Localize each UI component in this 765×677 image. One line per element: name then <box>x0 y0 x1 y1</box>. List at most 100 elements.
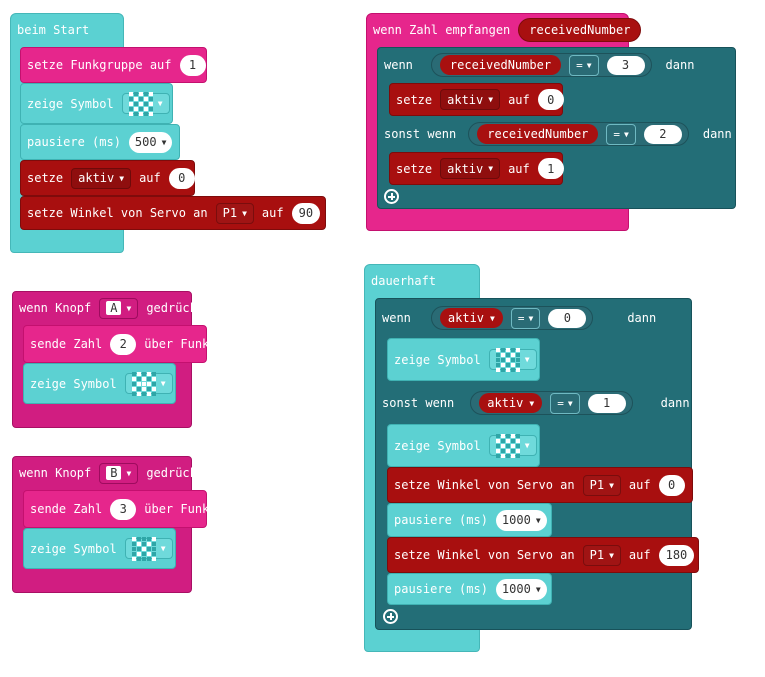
pause-label: pausiere (ms) <box>394 513 488 527</box>
on-received-label: wenn Zahl empfangen <box>373 23 511 37</box>
button-name: B <box>106 466 122 480</box>
compare-block[interactable]: receivedNumber =▼ 2 <box>468 122 689 146</box>
on-start-label: beim Start <box>17 23 90 37</box>
received-number-var[interactable]: receivedNumber <box>439 55 562 75</box>
compare-value[interactable]: 0 <box>548 308 587 328</box>
if-label: wenn <box>382 311 411 325</box>
icon-dropdown[interactable]: ▼ <box>488 433 537 458</box>
to-label: auf <box>628 478 651 492</box>
servo-angle-value[interactable]: 0 <box>658 474 685 496</box>
pin-dropdown[interactable]: P1 ▼ <box>582 474 621 496</box>
pause-value: 1000 <box>501 582 531 596</box>
caret-down-icon: ▼ <box>490 313 495 323</box>
set-value[interactable]: 1 <box>537 158 564 179</box>
via-radio-label: über Funk <box>144 337 210 351</box>
pause-label: pausiere (ms) <box>394 582 488 596</box>
pressed-label: gedrückt <box>146 466 205 480</box>
operator-dropdown[interactable]: =▼ <box>550 392 580 414</box>
servo-angle-value[interactable]: 90 <box>291 202 321 224</box>
pause-value-dropdown[interactable]: 1000 ▼ <box>495 509 547 531</box>
if-label: wenn <box>384 58 413 72</box>
compare-block[interactable]: aktiv▼ =▼ 1 <box>470 391 633 415</box>
operator-dropdown[interactable]: =▼ <box>510 307 541 329</box>
caret-down-icon: ▼ <box>535 584 541 594</box>
caret-down-icon: ▼ <box>535 515 541 525</box>
caret-down-icon: ▼ <box>567 398 573 408</box>
caret-down-icon: ▼ <box>126 303 132 313</box>
button-dropdown[interactable]: B ▼ <box>99 462 139 484</box>
radio-set-group-block[interactable] <box>20 47 207 83</box>
then-label: dann <box>702 127 732 141</box>
pin-dropdown[interactable]: P1 ▼ <box>215 202 254 224</box>
radio-send-number-block[interactable] <box>23 325 207 363</box>
to-label: auf <box>508 161 530 176</box>
operator-dropdown[interactable]: =▼ <box>606 123 636 145</box>
received-number-var[interactable]: receivedNumber <box>477 124 599 144</box>
set-value[interactable]: 0 <box>168 167 195 189</box>
compare-block[interactable]: receivedNumber =▼ 3 <box>430 53 652 77</box>
caret-down-icon: ▼ <box>624 129 629 139</box>
show-icon-label: zeige Symbol <box>27 96 114 111</box>
icon-dropdown[interactable]: ▼ <box>121 91 170 116</box>
send-number-value[interactable]: 3 <box>110 498 137 520</box>
variable-name: aktiv <box>447 92 484 107</box>
degree-unit: ° <box>702 548 710 562</box>
variable-dropdown[interactable]: aktiv▼ <box>439 308 503 328</box>
pin-name: P1 <box>222 206 238 220</box>
variable-name: aktiv <box>487 396 524 410</box>
received-number-param[interactable]: receivedNumber <box>518 18 642 42</box>
pin-dropdown[interactable]: P1 ▼ <box>582 544 621 566</box>
pause-value-dropdown[interactable]: 500 ▼ <box>128 131 173 153</box>
plus-circle-icon[interactable] <box>384 189 399 204</box>
variable-dropdown[interactable]: aktiv ▼ <box>71 167 132 189</box>
servo-write-block[interactable] <box>20 196 326 230</box>
operator-dropdown[interactable]: =▼ <box>569 54 599 76</box>
else-if-label: sonst wenn <box>384 127 457 141</box>
caret-down-icon: ▼ <box>524 441 530 450</box>
operator: = <box>576 58 583 72</box>
servo-write-block[interactable] <box>387 537 699 573</box>
show-icon-label: zeige Symbol <box>30 541 117 556</box>
show-icon-label: zeige Symbol <box>30 376 117 391</box>
to-label: auf <box>261 206 284 220</box>
then-label: dann <box>665 58 695 72</box>
variable-dropdown[interactable]: aktiv ▼ <box>440 158 501 179</box>
radio-set-group-label: setze Funkgruppe auf <box>27 58 172 72</box>
pressed-label: gedrückt <box>146 301 205 315</box>
degree-unit: ° <box>328 206 336 220</box>
minus-circle-icon[interactable] <box>739 126 755 142</box>
compare-value[interactable]: 1 <box>587 393 626 413</box>
pin-name: P1 <box>589 478 605 492</box>
pause-value: 500 <box>134 135 157 149</box>
set-value[interactable]: 0 <box>537 89 564 110</box>
led-grid-icon <box>128 91 153 116</box>
icon-dropdown[interactable]: ▼ <box>124 536 173 561</box>
led-grid-icon <box>495 347 520 372</box>
else-if-label: sonst wenn <box>382 396 455 410</box>
caret-down-icon: ▼ <box>609 550 614 560</box>
radio-group-value[interactable]: 1 <box>179 54 206 76</box>
operator: = <box>613 127 621 141</box>
button-dropdown[interactable]: A ▼ <box>99 297 139 319</box>
to-label: auf <box>139 171 161 185</box>
on-button-label: wenn Knopf <box>19 301 92 315</box>
compare-block[interactable]: aktiv▼ =▼ 0 <box>430 306 594 330</box>
servo-write-block[interactable] <box>387 467 693 503</box>
compare-value[interactable]: 3 <box>606 55 645 75</box>
plus-circle-icon[interactable] <box>383 609 398 624</box>
operator: = <box>517 311 525 325</box>
compare-value[interactable]: 2 <box>643 124 682 144</box>
set-variable-block[interactable] <box>389 83 563 116</box>
servo-angle-value[interactable]: 180 <box>658 544 695 566</box>
pause-value-dropdown[interactable]: 1000 ▼ <box>495 578 547 600</box>
icon-dropdown[interactable]: ▼ <box>488 347 537 372</box>
variable-dropdown[interactable]: aktiv ▼ <box>440 89 501 110</box>
variable-dropdown[interactable]: aktiv▼ <box>479 393 543 413</box>
minus-circle-icon[interactable] <box>697 395 713 411</box>
led-grid-icon <box>495 433 520 458</box>
pause-value: 1000 <box>501 513 531 527</box>
send-number-value[interactable]: 2 <box>110 333 137 355</box>
icon-dropdown[interactable]: ▼ <box>124 371 173 396</box>
then-label: dann <box>627 311 657 325</box>
caret-down-icon: ▼ <box>160 379 166 388</box>
